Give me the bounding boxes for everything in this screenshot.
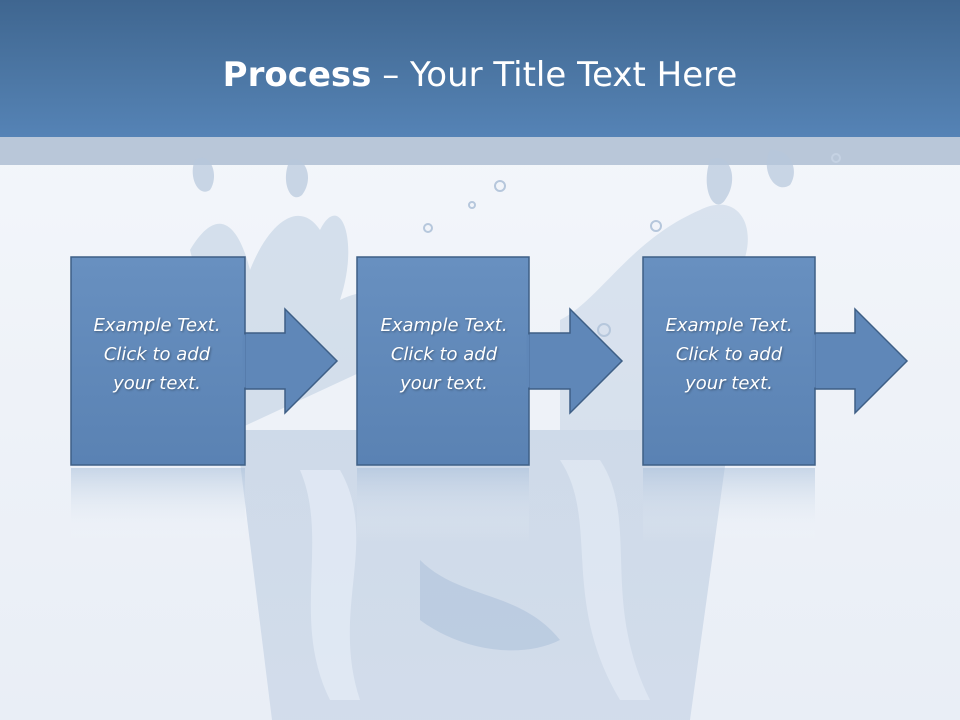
title-separator: – xyxy=(371,55,411,95)
arrow-1 xyxy=(244,307,339,415)
process-step-3 xyxy=(642,256,909,466)
slide-title[interactable]: Process – Your Title Text Here xyxy=(0,52,960,98)
title-bold-part: Process xyxy=(222,55,372,95)
title-bar xyxy=(0,0,960,137)
title-underline-band xyxy=(0,137,960,165)
arrow-2 xyxy=(528,307,624,415)
box-2-reflection xyxy=(357,468,529,543)
step-1-text[interactable]: Example Text. Click to add your text. xyxy=(93,315,221,394)
arrow-3 xyxy=(814,307,909,415)
step-3-text[interactable]: Example Text. Click to add your text. xyxy=(665,315,793,394)
process-step-1 xyxy=(70,256,339,466)
process-step-2 xyxy=(356,256,624,466)
box-1-reflection xyxy=(71,468,245,543)
title-rest: Your Title Text Here xyxy=(410,55,738,95)
step-2-text[interactable]: Example Text. Click to add your text. xyxy=(380,315,508,394)
box-3-reflection xyxy=(643,468,815,543)
